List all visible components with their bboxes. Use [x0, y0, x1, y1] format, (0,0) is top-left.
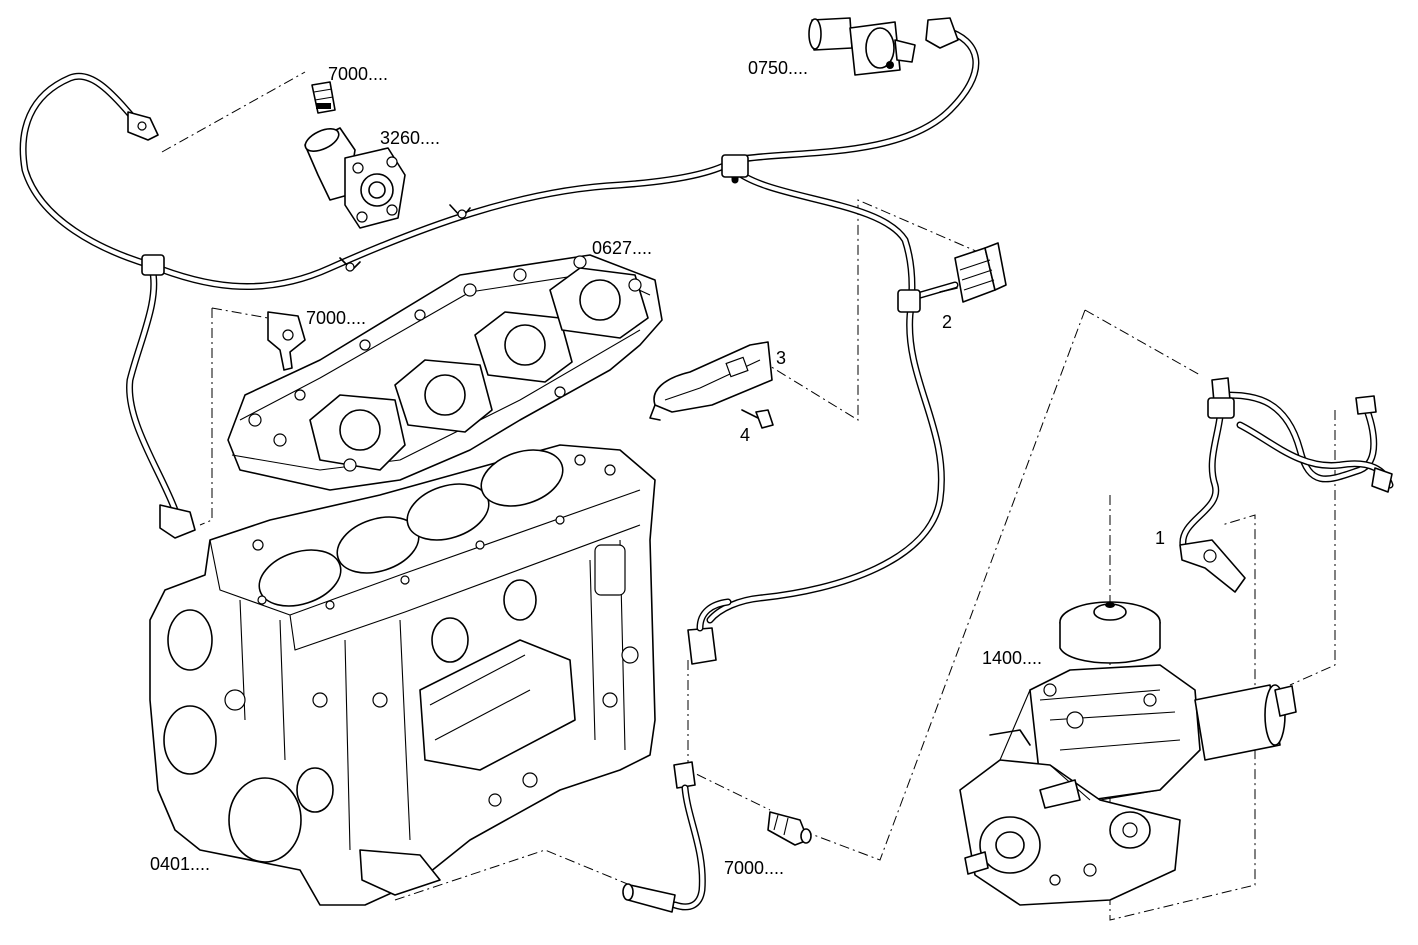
- harness-junction-right: [897, 289, 921, 313]
- sensor-mid-left: [267, 311, 306, 371]
- label-valve-top: 0750....: [748, 58, 808, 78]
- label-callout-3: 3: [776, 348, 786, 368]
- label-callout-2: 2: [942, 312, 952, 332]
- label-sensor-bottom: 7000....: [724, 858, 784, 878]
- leader-pump-right: [1289, 410, 1336, 686]
- wiring-harness: [19, 17, 980, 665]
- label-engine-block: 0401....: [150, 854, 210, 874]
- injection-pump: [959, 601, 1297, 906]
- cylinder-head: [227, 254, 663, 491]
- sensor-bottom: [767, 811, 812, 846]
- label-callout-4: 4: [740, 425, 750, 445]
- label-thermostat: 3260....: [380, 128, 440, 148]
- solenoid-valve: [808, 17, 916, 76]
- part-labels: 7000.... 3260.... 0750.... 0627.... 7000…: [150, 58, 1165, 878]
- harness-bracket: [649, 341, 773, 421]
- harness-junction-left: [141, 254, 165, 276]
- leader-sensor-mid-left: [199, 307, 269, 526]
- engine-block: [149, 444, 656, 906]
- label-cylinder-head: 0627....: [592, 238, 652, 258]
- sensor-top: [311, 81, 336, 114]
- connector-lower-left: [159, 504, 196, 539]
- label-injection-pump: 1400....: [982, 648, 1042, 668]
- bolt: [741, 409, 774, 429]
- label-sensor-mid-left: 7000....: [306, 308, 366, 328]
- leader-sensor-top-left: [161, 71, 306, 153]
- connector-harness-bottom: [687, 627, 717, 665]
- connector-top-right: [925, 17, 959, 49]
- thermostat-housing: [304, 127, 406, 229]
- harness-junction-top: [721, 154, 749, 178]
- fuel-pipe-assembly: [1179, 377, 1394, 593]
- leader-sensor-bottom: [687, 660, 771, 811]
- leader-bracket: [759, 199, 986, 421]
- multi-pin-connector: [939, 242, 1007, 303]
- speed-sensor-lead: [622, 761, 706, 913]
- leader-pump-pipe: [789, 309, 1201, 861]
- label-callout-1: 1: [1155, 528, 1165, 548]
- label-sensor-top-left: 7000....: [328, 64, 388, 84]
